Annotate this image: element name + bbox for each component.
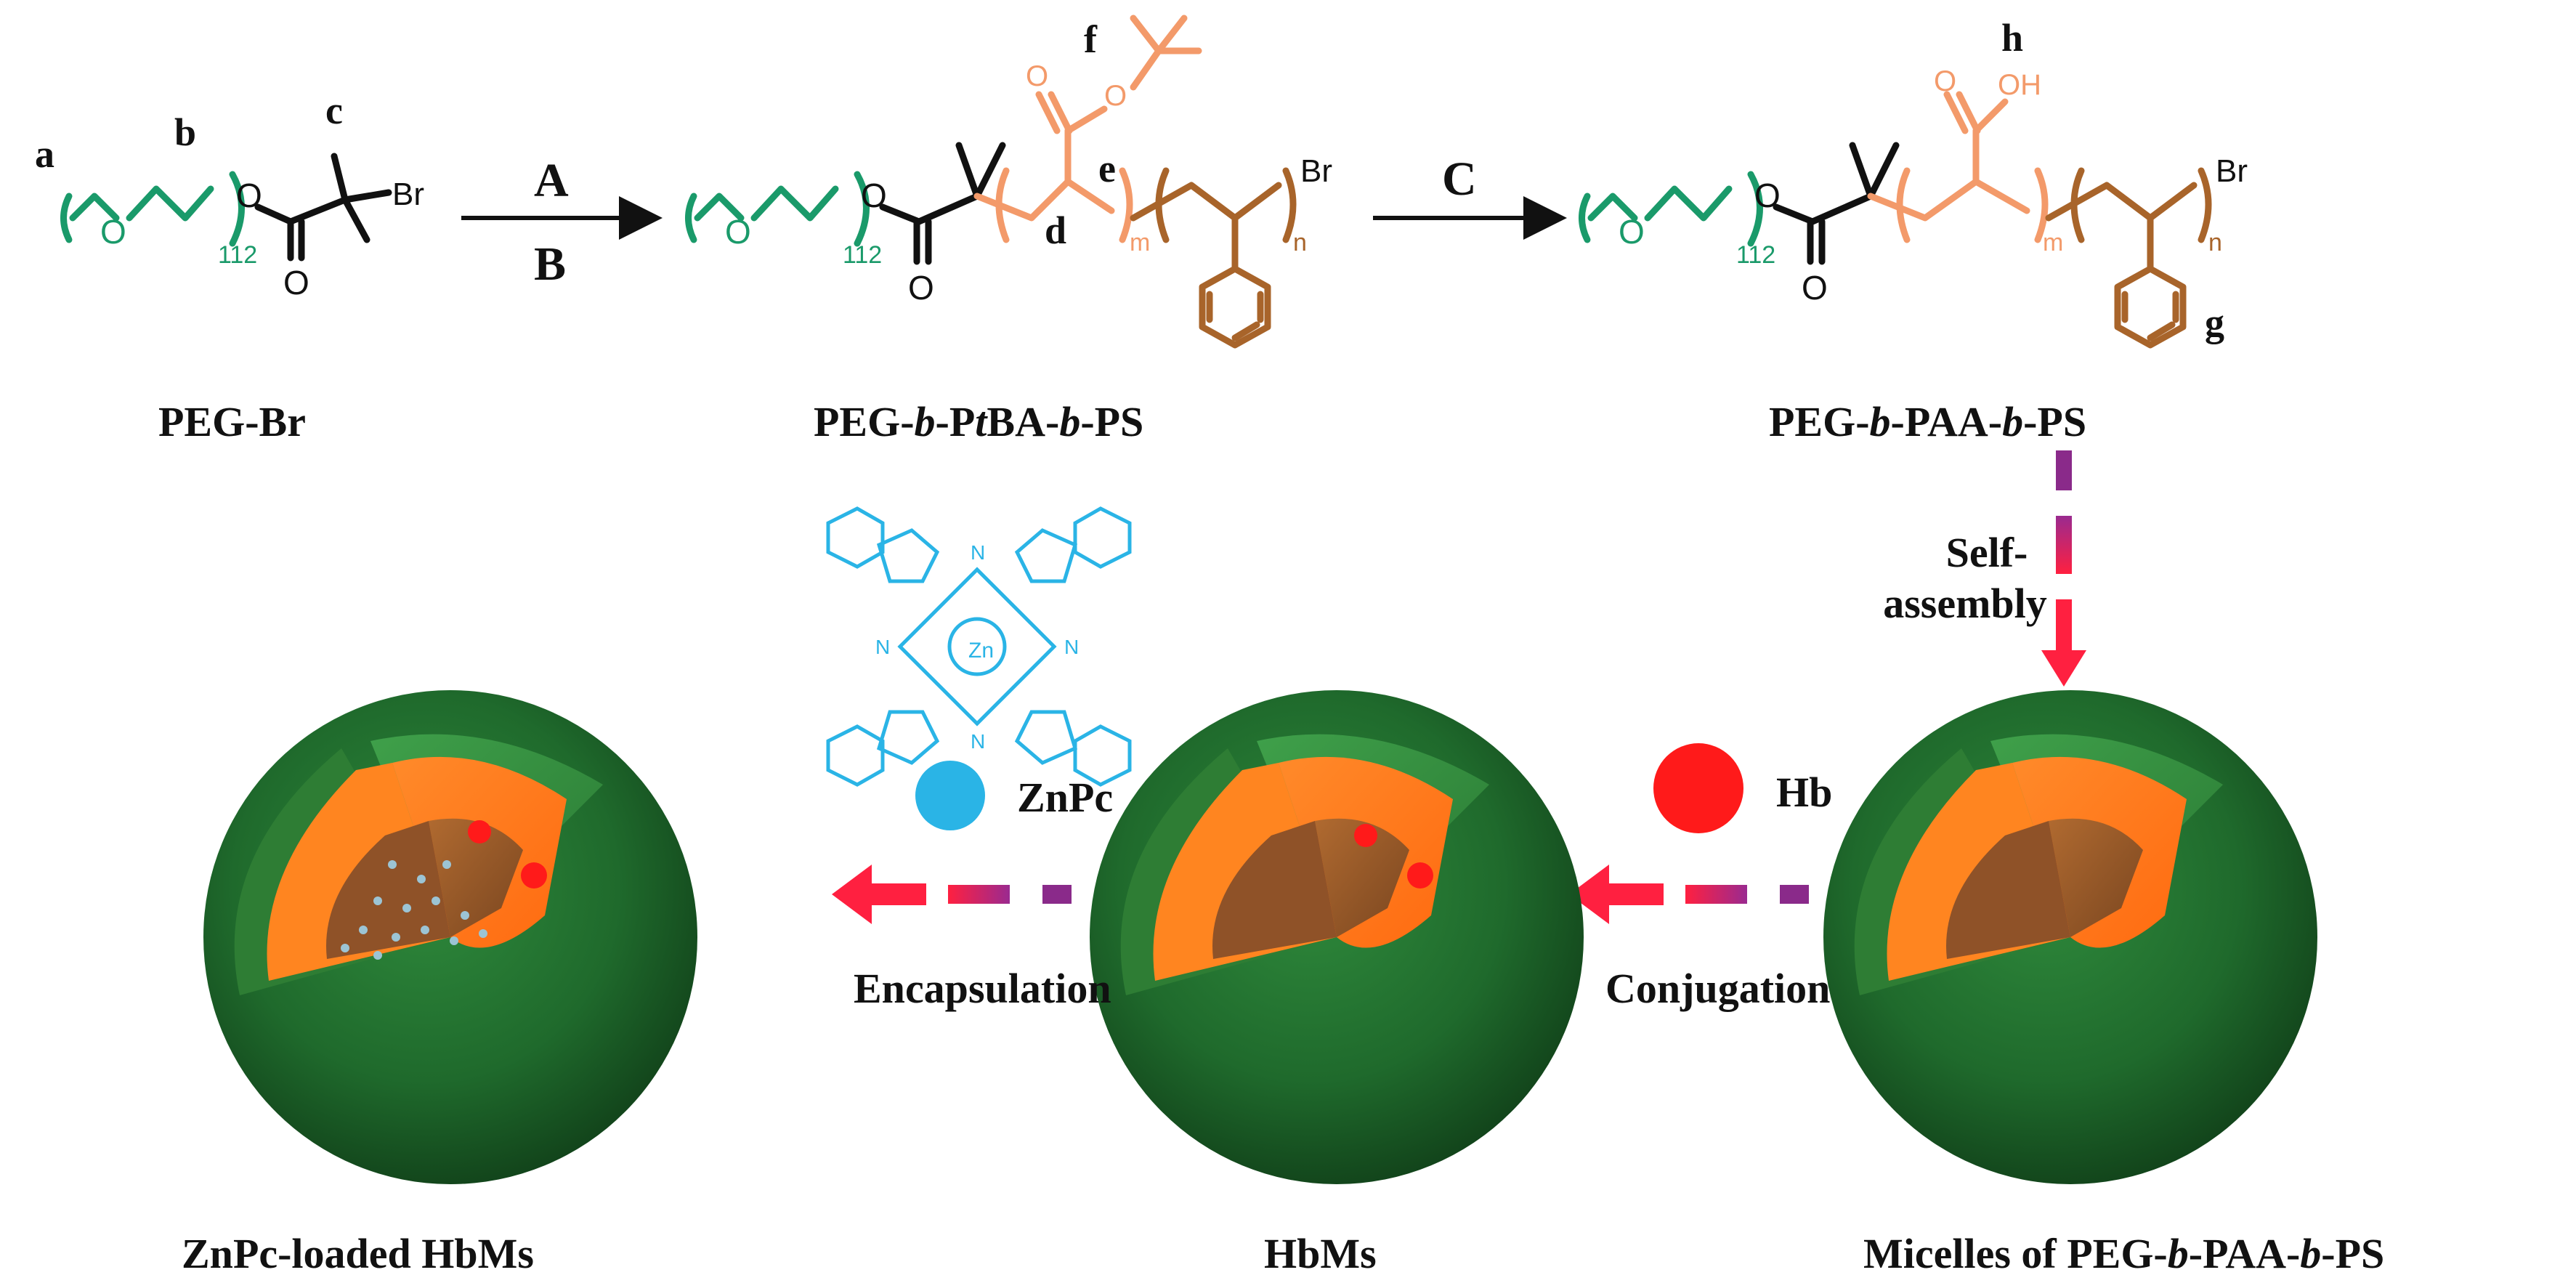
ptba-label-e: e bbox=[1098, 147, 1116, 190]
peg-br-label-b: b bbox=[174, 110, 196, 154]
reagent-label-c: C bbox=[1442, 153, 1477, 206]
micelle-plain bbox=[1823, 690, 2317, 1184]
peg-br-bromine: Br bbox=[392, 177, 424, 212]
paa-peg-repeat-index: 112 bbox=[1736, 241, 1775, 269]
peg-br-structure: O 112 O O Br a b c PEG-Br bbox=[35, 89, 424, 445]
znpc-nitrogen: N bbox=[1064, 636, 1079, 658]
peg-br-carbonyl-oxygen: O bbox=[283, 264, 309, 301]
peg-br-oxygen: O bbox=[100, 213, 126, 251]
peg-ptba-ps-name: PEG-b-PtBA-b-PS bbox=[814, 398, 1143, 445]
paa-carbonyl-o: O bbox=[1934, 65, 1956, 97]
paa-carbonyl-oxygen: O bbox=[1802, 269, 1828, 307]
self-assembly-label-line1: Self- bbox=[1946, 529, 2028, 576]
peg-br-label-a: a bbox=[35, 132, 54, 176]
micelle-hbms bbox=[1090, 690, 1584, 1184]
reaction-arrow-c: C bbox=[1373, 153, 1567, 240]
reaction-arrow-ab: A B bbox=[461, 154, 663, 291]
encapsulation-arrow: ZnPc Encapsulation bbox=[832, 761, 1113, 1012]
caption-hbms: HbMs bbox=[1264, 1230, 1377, 1277]
self-assembly-label-line2: assembly bbox=[1883, 580, 2047, 627]
reagent-label-a: A bbox=[534, 154, 569, 207]
encapsulation-label: Encapsulation bbox=[854, 965, 1111, 1012]
znpc-dye-icon bbox=[915, 761, 985, 830]
micelle-znpc-loaded bbox=[203, 690, 697, 1184]
paa-ps-bromine: Br bbox=[2216, 153, 2248, 189]
peg-ptba-ps-structure: O 112 O O O O m n Br d e f bbox=[685, 15, 1332, 445]
hb-conjugate-dot bbox=[1407, 862, 1433, 889]
peg-br-label-c: c bbox=[325, 89, 343, 132]
znpc-zinc-atom: Zn bbox=[968, 639, 994, 663]
ptba-peg-oxygen: O bbox=[725, 213, 751, 251]
self-assembly-arrow: Self- assembly bbox=[1883, 450, 2086, 687]
znpc-loaded-particles bbox=[341, 860, 487, 960]
conjugation-label: Conjugation bbox=[1605, 965, 1830, 1012]
ptba-sub-m: m bbox=[1130, 229, 1150, 256]
hb-label: Hb bbox=[1776, 769, 1832, 816]
ptba-carbonyl-oxygen: O bbox=[908, 269, 934, 307]
znpc-nitrogen: N bbox=[971, 541, 985, 564]
znpc-molecule-structure: Zn N N N N bbox=[826, 506, 1132, 787]
peg-br-repeat-index: 112 bbox=[218, 241, 257, 269]
reagent-label-b: B bbox=[534, 238, 566, 291]
ptba-label-d: d bbox=[1045, 209, 1066, 252]
caption-micelles-plain: Micelles of PEG-b-PAA-b-PS bbox=[1863, 1230, 2384, 1277]
ptba-peg-repeat-index: 112 bbox=[843, 241, 882, 269]
hb-protein-icon bbox=[1653, 743, 1743, 833]
hb-conjugate-dot bbox=[521, 862, 547, 889]
znpc-nitrogen: N bbox=[971, 730, 985, 753]
ptba-ps-bromine: Br bbox=[1300, 153, 1332, 189]
ptba-label-f: f bbox=[1084, 17, 1098, 61]
hb-conjugate-dot bbox=[468, 820, 491, 843]
paa-label-g: g bbox=[2205, 301, 2224, 344]
conjugation-arrow: Hb Conjugation bbox=[1569, 743, 1832, 1012]
paa-ps-sub-n: n bbox=[2208, 229, 2222, 256]
paa-peg-oxygen: O bbox=[1619, 213, 1645, 251]
znpc-nitrogen: N bbox=[875, 636, 890, 658]
peg-paa-ps-name: PEG-b-PAA-b-PS bbox=[1769, 398, 2086, 445]
ptba-ester-o: O bbox=[1104, 80, 1127, 112]
paa-sub-m: m bbox=[2043, 229, 2063, 256]
peg-br-name: PEG-Br bbox=[158, 398, 306, 445]
znpc-label: ZnPc bbox=[1017, 774, 1113, 821]
peg-paa-ps-structure: O 112 O O O OH m n Br g h PEG-b-PAA-b-PS bbox=[1579, 16, 2248, 445]
paa-label-h: h bbox=[2001, 16, 2023, 60]
paa-hydroxyl: OH bbox=[1998, 69, 2041, 101]
hb-conjugate-dot bbox=[1354, 824, 1377, 847]
caption-znpc-loaded-hbms: ZnPc-loaded HbMs bbox=[182, 1230, 534, 1277]
ps-sub-n: n bbox=[1293, 229, 1307, 256]
ptba-carbonyl-o: O bbox=[1026, 60, 1048, 92]
